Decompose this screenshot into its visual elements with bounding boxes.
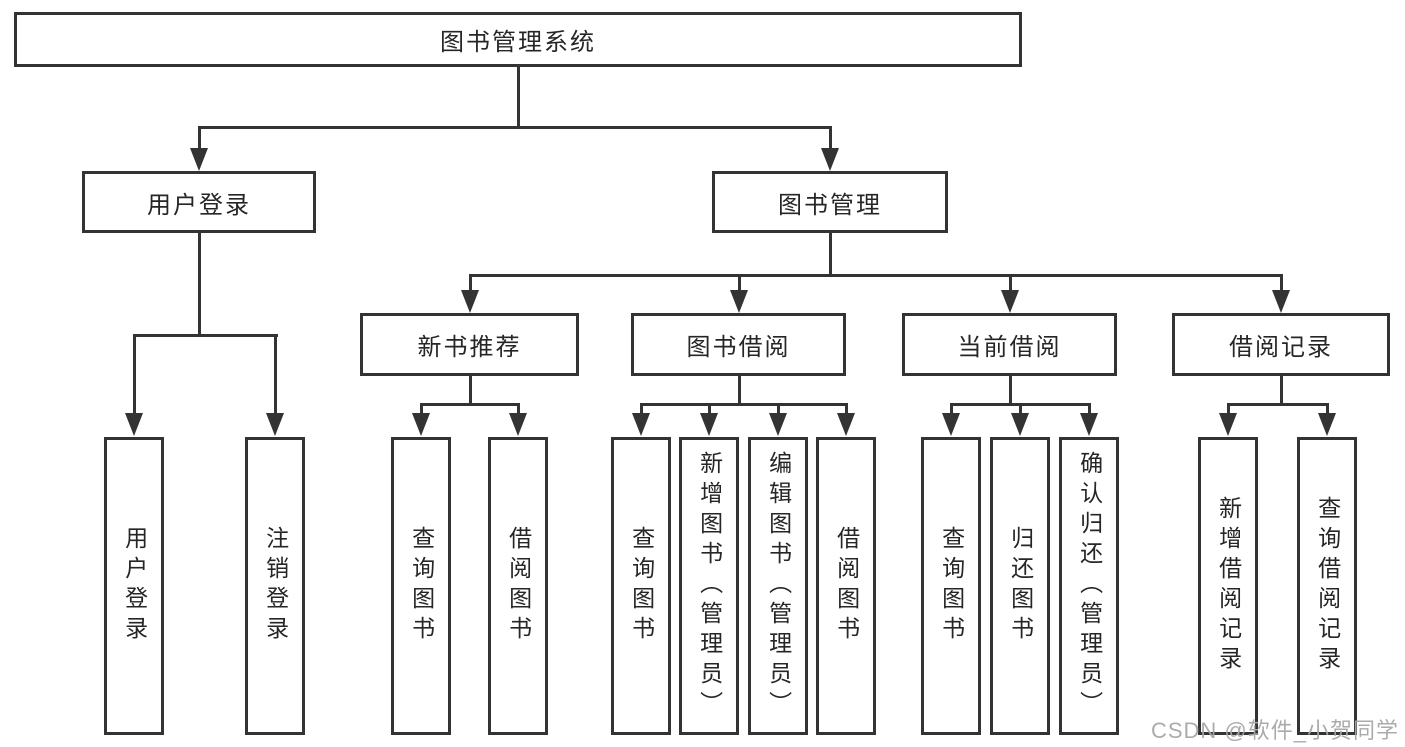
connector-split-borrow-records (1227, 403, 1329, 406)
leaf-label: 借阅图书 (833, 526, 860, 646)
arrow-down-icon (125, 413, 143, 436)
node-leaf-query-books-recommend: 查询图书 (391, 437, 451, 735)
connector-split-new-book (420, 403, 520, 406)
connector-to-user-login (198, 126, 201, 152)
leaf-label: 编辑图书（管理员） (765, 451, 792, 721)
node-root-label: 图书管理系统 (440, 29, 596, 56)
leaf-label: 确认归还（管理员） (1076, 451, 1103, 721)
node-new-book-recommend-label: 新书推荐 (417, 334, 522, 361)
leaf-label: 查询图书 (938, 526, 965, 646)
node-user-login: 用户登录 (82, 171, 316, 233)
arrow-down-icon (821, 148, 839, 171)
node-leaf-confirm-return-admin: 确认归还（管理员） (1059, 437, 1119, 735)
watermark: CSDN @软件_小贺同学 (1150, 718, 1399, 743)
connector-user-login-stem (198, 233, 201, 334)
arrow-down-icon (1011, 413, 1029, 436)
connector-to-leaf (1088, 403, 1091, 414)
node-book-borrow-label: 图书借阅 (686, 334, 791, 361)
arrow-down-icon (632, 413, 650, 436)
arrow-down-icon (1080, 413, 1098, 436)
connector-root-stem (517, 67, 520, 129)
connector-to-leaf (640, 403, 643, 414)
arrow-down-icon (769, 413, 787, 436)
node-leaf-query-borrow-record: 查询借阅记录 (1297, 437, 1357, 735)
connector-to-leaf (274, 334, 277, 414)
node-leaf-add-borrow-record: 新增借阅记录 (1198, 437, 1258, 735)
connector-split-user-login (133, 334, 278, 337)
arrow-down-icon (1001, 290, 1019, 313)
connector-to-leaf (1326, 403, 1329, 414)
node-leaf-borrow-books: 借阅图书 (816, 437, 876, 735)
arrow-down-icon (837, 413, 855, 436)
connector-to-leaf (517, 403, 520, 414)
node-current-borrow-label: 当前借阅 (957, 334, 1062, 361)
node-leaf-query-books-borrow: 查询图书 (611, 437, 671, 735)
node-new-book-recommend: 新书推荐 (360, 313, 579, 376)
node-leaf-logout: 注销登录 (245, 437, 305, 735)
node-borrow-records: 借阅记录 (1172, 313, 1390, 376)
connector-new-book-stem (469, 376, 472, 405)
connector-split-book-borrow (640, 403, 848, 406)
connector-to-borrow-records (1280, 274, 1283, 290)
connector-split-level1 (198, 126, 832, 129)
leaf-label: 新增图书（管理员） (696, 451, 723, 721)
node-book-borrow: 图书借阅 (631, 313, 846, 376)
connector-current-borrow-stem (1009, 376, 1012, 405)
connector-split-book-management (469, 274, 1283, 277)
arrow-down-icon (190, 148, 208, 171)
node-leaf-query-books-current: 查询图书 (921, 437, 981, 735)
connector-to-new-book (469, 274, 472, 290)
arrow-down-icon (1318, 413, 1336, 436)
leaf-label: 查询图书 (628, 526, 655, 646)
connector-to-leaf (133, 334, 136, 414)
node-leaf-user-login: 用户登录 (104, 437, 164, 735)
connector-to-leaf (420, 403, 423, 414)
leaf-label: 用户登录 (121, 526, 148, 646)
connector-to-leaf (708, 403, 711, 414)
node-borrow-records-label: 借阅记录 (1229, 334, 1333, 361)
connector-to-leaf (1227, 403, 1230, 414)
connector-to-leaf (777, 403, 780, 414)
node-leaf-return-books: 归还图书 (990, 437, 1050, 735)
connector-book-management-stem (829, 233, 832, 276)
connector-to-book-management (829, 126, 832, 152)
leaf-label: 注销登录 (262, 526, 289, 646)
node-user-login-label: 用户登录 (147, 191, 251, 219)
arrow-down-icon (266, 413, 284, 436)
leaf-label: 查询图书 (408, 526, 435, 646)
arrow-down-icon (730, 290, 748, 313)
leaf-label: 新增借阅记录 (1215, 496, 1242, 676)
leaf-label: 查询借阅记录 (1314, 496, 1341, 676)
node-current-borrow: 当前借阅 (902, 313, 1117, 376)
arrow-down-icon (1219, 413, 1237, 436)
connector-to-leaf (845, 403, 848, 414)
arrow-down-icon (412, 413, 430, 436)
arrow-down-icon (1272, 290, 1290, 313)
node-leaf-edit-books-admin: 编辑图书（管理员） (748, 437, 808, 735)
node-leaf-borrow-books-recommend: 借阅图书 (488, 437, 548, 735)
connector-to-leaf (950, 403, 953, 414)
connector-book-borrow-stem (738, 376, 741, 405)
arrow-down-icon (942, 413, 960, 436)
connector-to-leaf (1019, 403, 1022, 414)
connector-to-current-borrow (1009, 274, 1012, 290)
arrow-down-icon (461, 290, 479, 313)
leaf-label: 借阅图书 (505, 526, 532, 646)
node-root: 图书管理系统 (14, 12, 1022, 67)
arrow-down-icon (700, 413, 718, 436)
arrow-down-icon (509, 413, 527, 436)
node-book-management-label: 图书管理 (778, 191, 882, 219)
node-leaf-add-books-admin: 新增图书（管理员） (679, 437, 739, 735)
leaf-label: 归还图书 (1007, 526, 1034, 646)
node-book-management: 图书管理 (712, 171, 948, 233)
connector-borrow-records-stem (1280, 376, 1283, 405)
connector-to-book-borrow (738, 274, 741, 290)
